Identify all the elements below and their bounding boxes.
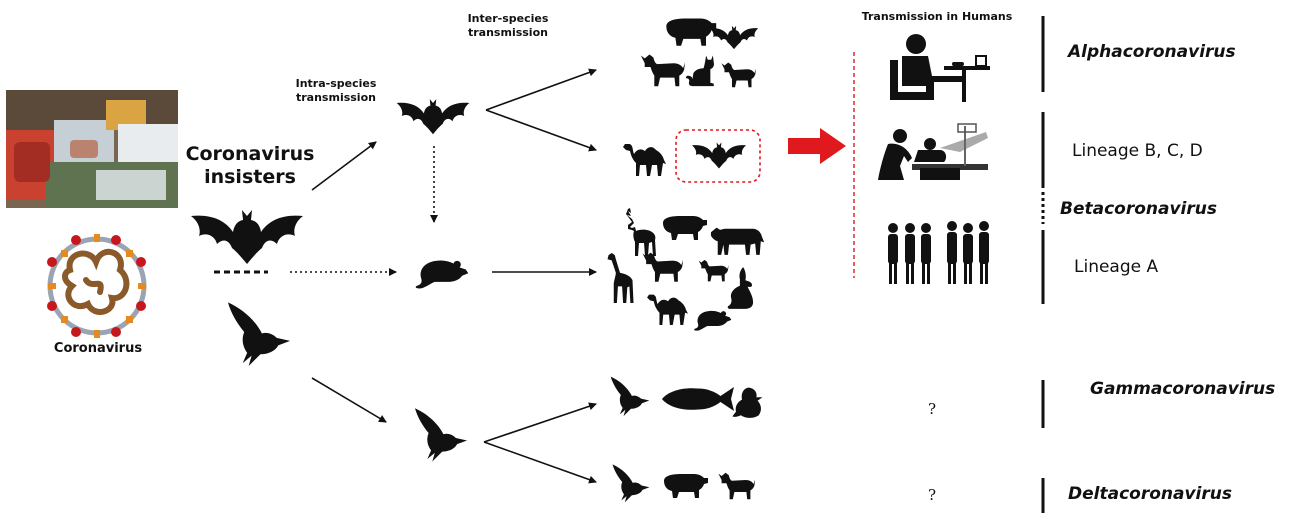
red-arrow [788, 128, 846, 164]
bat-icon [396, 99, 470, 135]
lineage-bcd-label: Lineage B, C, D [1072, 141, 1203, 161]
gammacoronavirus-label: Gammacoronavirus [1090, 379, 1276, 399]
inter-species-line-2: transmission [468, 26, 548, 39]
fish-icon [662, 387, 734, 411]
bird-icon [414, 408, 468, 462]
betacoronavirus-label: Betacoronavirus [1060, 199, 1217, 219]
intra-species-line-1: Intra-species [295, 77, 377, 90]
coronavirus-label: Coronavirus [53, 341, 143, 356]
dining-person-icon [890, 34, 990, 102]
dog-icon [642, 252, 684, 282]
coronavirus-insisters-label: Coronavirus insisters [180, 143, 320, 189]
chicken-icon [732, 387, 763, 418]
coronavirus-icon [47, 234, 147, 338]
pig-icon [663, 216, 707, 240]
lineage-a-label: Lineage A [1074, 257, 1159, 277]
hospital-patient-icon [878, 123, 988, 180]
inter-species-label: Inter-species transmission [456, 12, 560, 40]
people-group-icon [888, 221, 989, 284]
giraffe-icon [607, 253, 634, 303]
bat-icon [709, 25, 759, 50]
insisters-line-1: Coronavirus [185, 143, 315, 165]
bird-icon [612, 464, 650, 503]
animal-group-2 [623, 129, 761, 183]
cat-icon [718, 472, 756, 500]
transmission-humans-label: Transmission in Humans [861, 10, 1013, 23]
cat-icon [685, 55, 714, 87]
bird-icon [227, 302, 291, 367]
bat-icon [691, 142, 747, 169]
alphacoronavirus-label: Alphacoronavirus [1068, 42, 1236, 62]
rabbit-icon [727, 267, 754, 309]
deer-icon [626, 208, 656, 256]
pig-icon [664, 474, 708, 498]
animal-group-5 [612, 464, 756, 503]
deltacoronavirus-label: Deltacoronavirus [1068, 484, 1232, 504]
bat-icon [191, 210, 303, 264]
cow-icon [710, 227, 765, 255]
animal-group-1 [640, 18, 759, 88]
intra-species-line-2: transmission [296, 91, 376, 104]
wet-market-photo [6, 90, 178, 208]
dog-icon [640, 54, 686, 87]
unknown-gamma-mark: ? [928, 400, 937, 418]
arrows [290, 68, 597, 484]
bird-icon [610, 376, 650, 417]
rodent-icon [694, 310, 732, 331]
animal-group-3 [607, 208, 765, 331]
intra-species-label: Intra-species transmission [286, 77, 386, 105]
insisters-line-2: insisters [204, 166, 296, 188]
unknown-delta-mark: ? [928, 486, 937, 504]
highlight-box [675, 129, 761, 183]
inter-species-line-1: Inter-species [467, 12, 549, 25]
rodent-icon [415, 260, 469, 289]
cat-icon [698, 259, 729, 282]
cat-icon [721, 62, 756, 88]
camel-icon [623, 144, 666, 176]
camel-icon [647, 294, 688, 326]
pig-icon [666, 18, 717, 46]
animal-group-4 [610, 376, 763, 418]
